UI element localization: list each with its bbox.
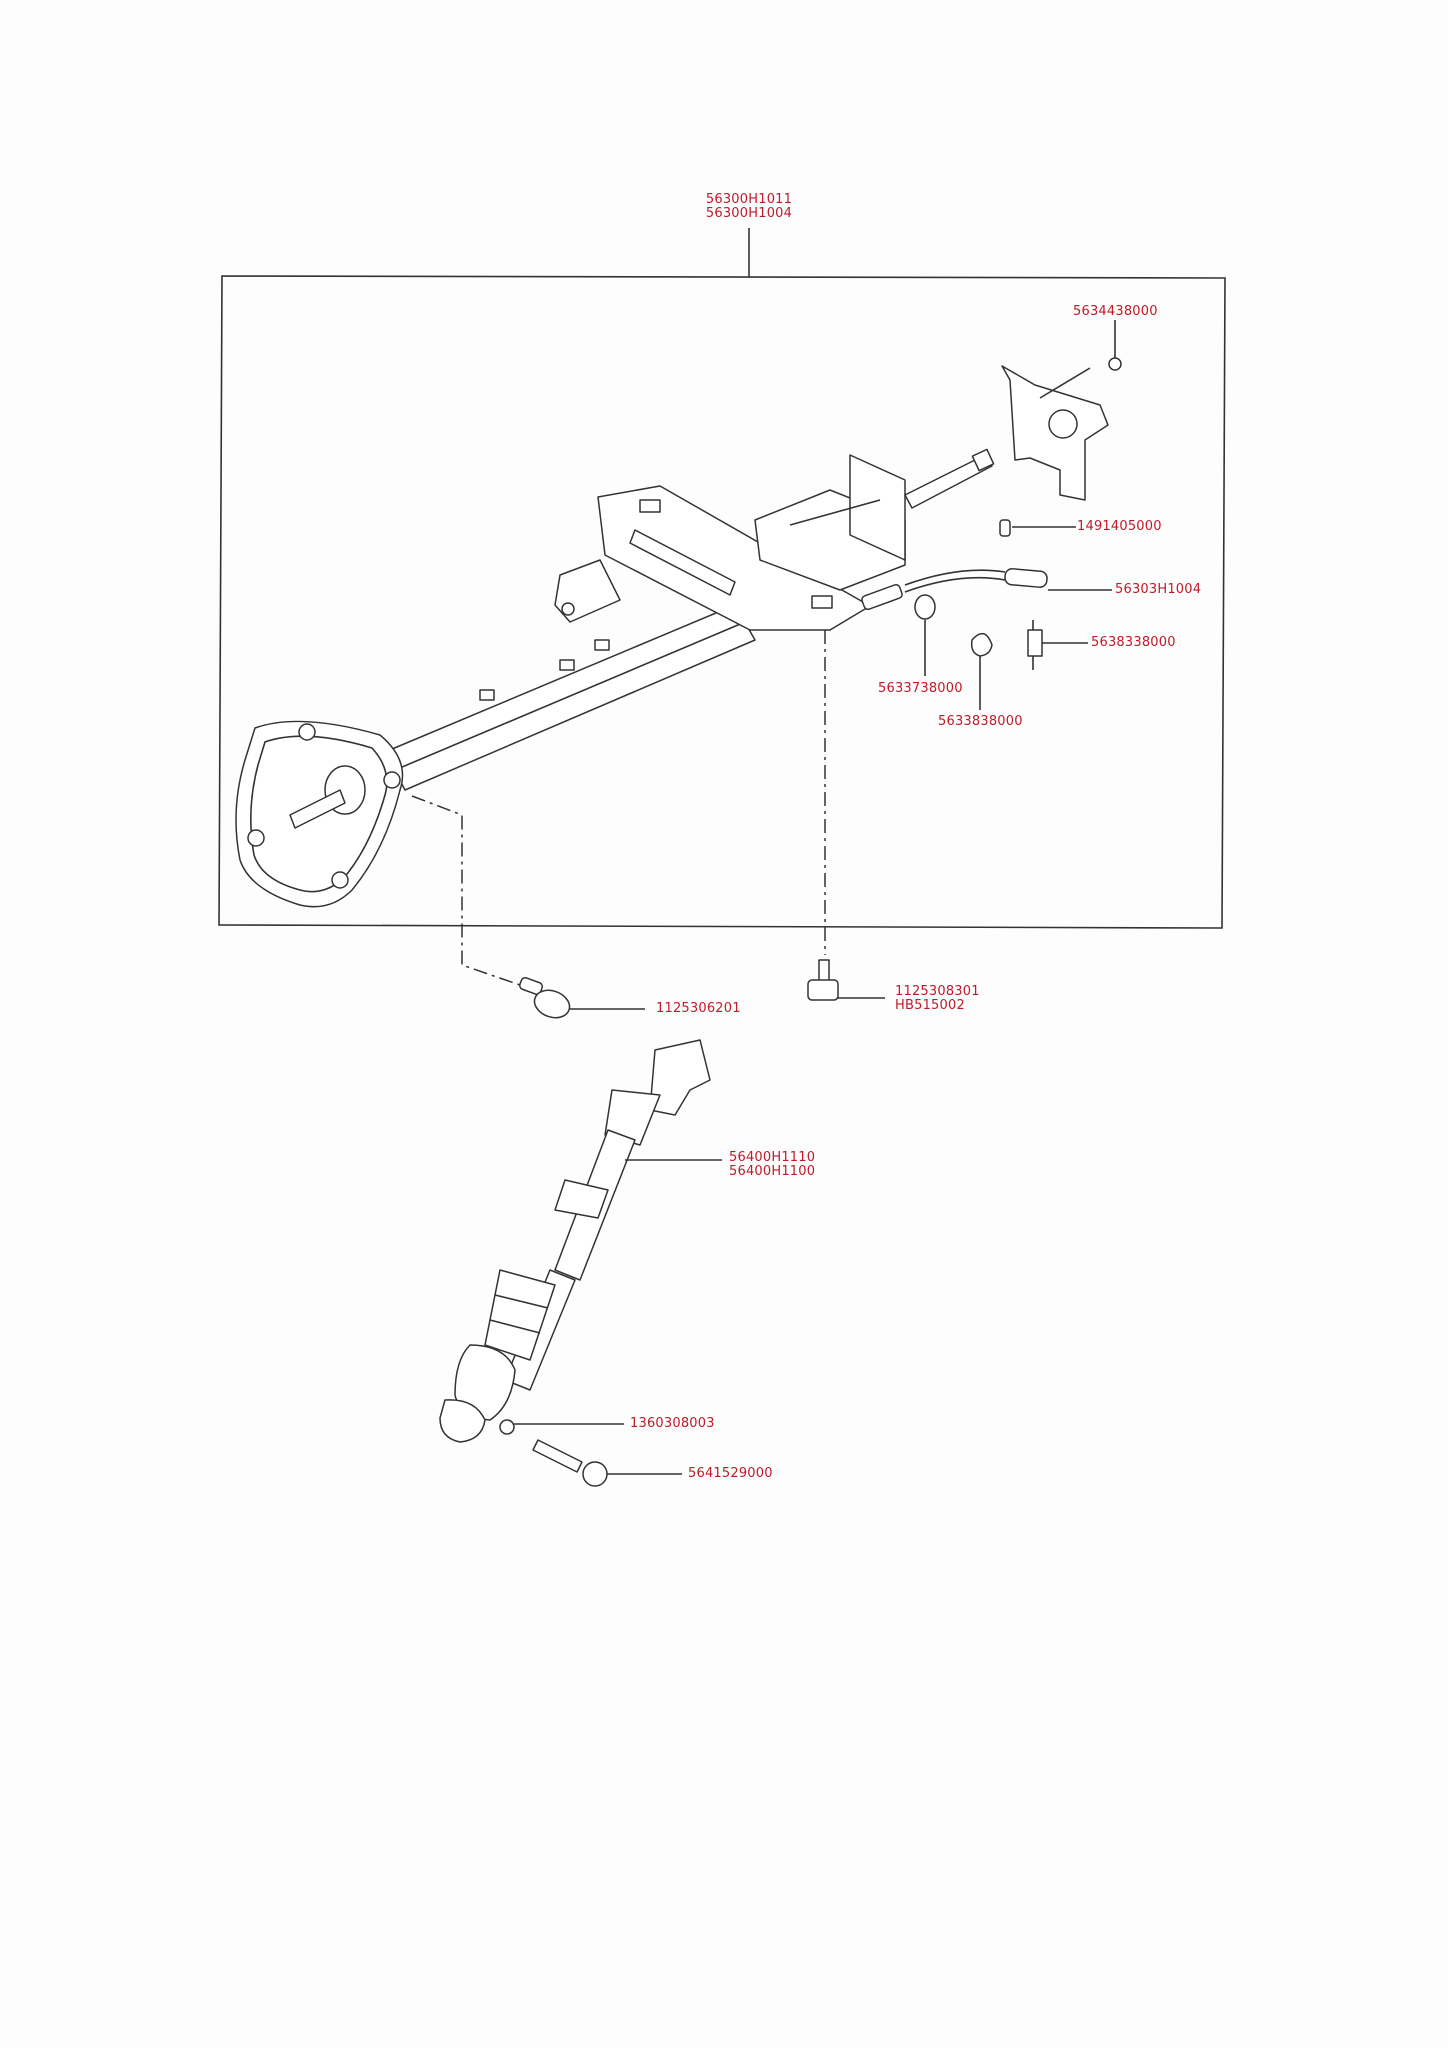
assembly-frame <box>218 275 1226 929</box>
callout-bushing[interactable]: 5633738000 <box>878 681 963 696</box>
callout-nut[interactable]: 5633838000 <box>938 714 1023 729</box>
part-number[interactable]: 56300H1004 <box>705 206 793 221</box>
bushing-part <box>914 594 936 620</box>
callout-intermediate-shaft[interactable]: 56400H1110 56400H1100 <box>729 1151 815 1179</box>
clip-part <box>999 519 1011 537</box>
intermediate-shaft <box>439 1039 722 1443</box>
part-number[interactable]: 56400H1110 <box>729 1150 816 1165</box>
part-number[interactable]: HB515002 <box>895 998 965 1013</box>
flange-bolt-part <box>518 976 645 1019</box>
callout-clip[interactable]: 1491405000 <box>1077 519 1162 534</box>
part-number[interactable]: 56400H1100 <box>729 1164 816 1179</box>
nut-part <box>970 632 993 657</box>
steering-column <box>235 448 995 908</box>
callout-mount-bolt[interactable]: 1125308301 HB515002 <box>895 985 980 1013</box>
tilt-lever <box>861 568 1112 611</box>
callout-bolt-bracket[interactable]: 5634438000 <box>1073 304 1158 319</box>
spring-part <box>1027 620 1088 670</box>
callout-joint-bolt[interactable]: 5641529000 <box>688 1466 773 1481</box>
callout-column-assembly[interactable]: 56300H1011 56300H1004 <box>706 193 792 221</box>
mounting-plate <box>1001 357 1122 501</box>
part-number[interactable]: 56300H1011 <box>705 192 793 207</box>
callout-tilt-lever[interactable]: 56303H1004 <box>1115 582 1202 597</box>
joint-bolt-part <box>532 1439 682 1487</box>
mount-bolt-part <box>807 959 885 1001</box>
callout-washer[interactable]: 1360308003 <box>630 1416 715 1431</box>
part-number[interactable]: 1125308301 <box>895 984 980 999</box>
callout-spring[interactable]: 5638338000 <box>1091 635 1176 650</box>
callout-flange-bolt[interactable]: 1125306201 <box>656 1001 741 1016</box>
washer-part <box>499 1419 515 1435</box>
